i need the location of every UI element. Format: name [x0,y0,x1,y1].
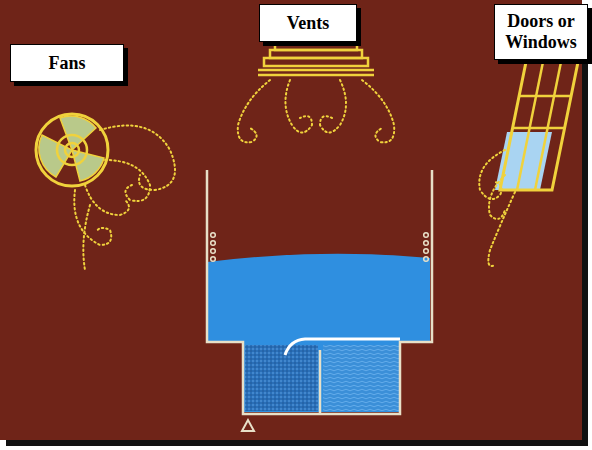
fan [36,114,175,270]
vent [238,42,394,142]
label-text: Vents [287,13,329,34]
label-text: Fans [48,53,85,74]
label-box: Doors or Windows [494,4,588,60]
tank [207,170,432,431]
label-text: Doors or Windows [501,11,581,52]
label-box: Fans [10,44,124,82]
window [479,62,578,266]
label-box: Vents [259,4,357,42]
